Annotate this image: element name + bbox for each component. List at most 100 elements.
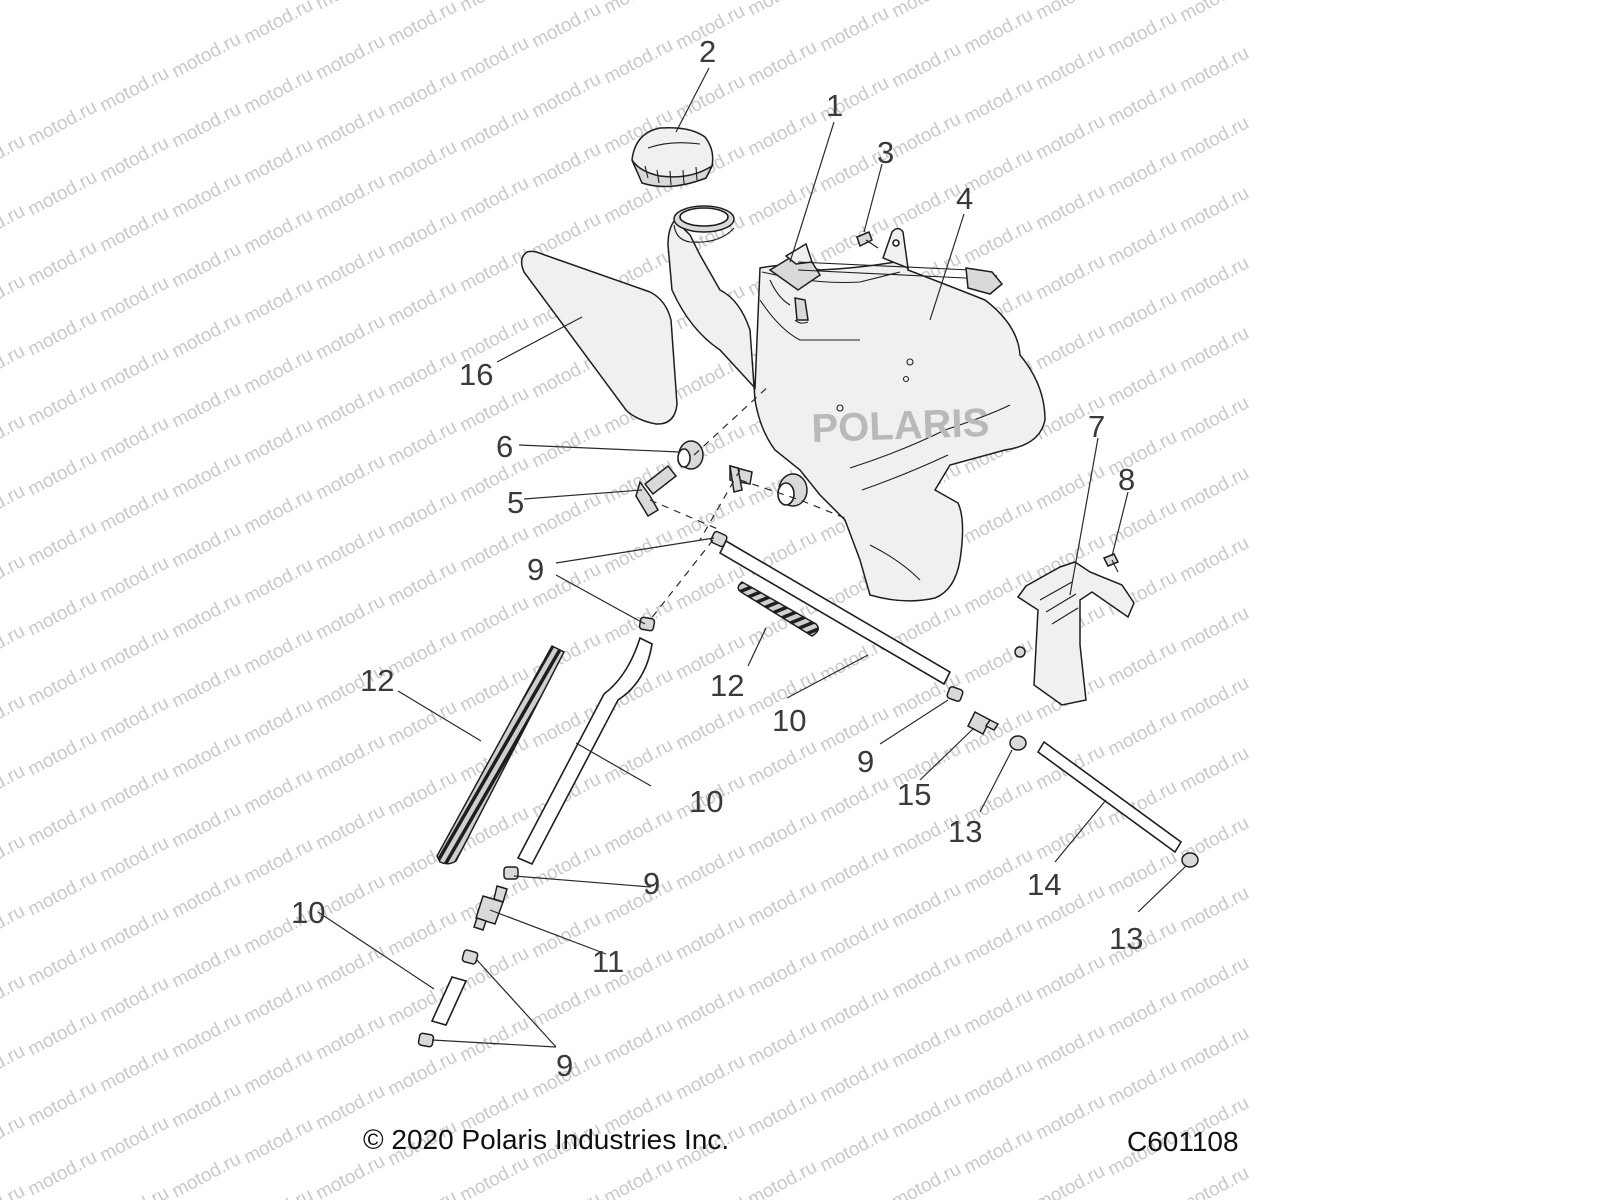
watermark-text: motod.ru — [312, 521, 388, 575]
watermark-text: motod.ru — [240, 485, 316, 539]
watermark-text: motod.ru — [1104, 287, 1180, 341]
watermark-text: motod.ru — [1176, 113, 1252, 167]
watermark-text: motod.ru — [1176, 953, 1252, 1007]
bolt-part — [1102, 553, 1120, 573]
watermark-text: motod.ru — [0, 761, 29, 815]
watermark-text: motod.ru — [96, 133, 172, 187]
watermark-text: motod.ru — [96, 203, 172, 257]
watermark-text: motod.ru — [24, 97, 100, 151]
watermark-text: motod.ru — [888, 1159, 964, 1200]
watermark-text: motod.ru — [816, 773, 892, 827]
watermark-text: motod.ru — [0, 1111, 29, 1165]
watermark-text: motod.ru — [0, 971, 29, 1025]
watermark-text: motod.ru — [816, 983, 892, 1037]
callout-14: 14 — [1027, 867, 1061, 902]
watermark-text: motod.ru — [240, 625, 316, 679]
watermark-text: motod.ru — [168, 1009, 244, 1063]
watermark-text: motod.ru — [1176, 603, 1252, 657]
watermark-text: motod.ru — [960, 1055, 1036, 1109]
watermark-text: motod.ru — [672, 981, 748, 1035]
watermark-text: motod.ru — [600, 525, 676, 579]
watermark-text: motod.ru — [960, 215, 1036, 269]
watermark-text: motod.ru — [24, 237, 100, 291]
watermark-text: motod.ru — [168, 1079, 244, 1133]
watermark-text: motod.ru — [744, 737, 820, 791]
watermark-text: motod.ru — [528, 1189, 604, 1200]
watermark-text: motod.ru — [168, 169, 244, 223]
watermark-text: motod.ru — [24, 447, 100, 501]
watermark-text: motod.ru — [0, 481, 29, 535]
watermark-text: motod.ru — [168, 799, 244, 853]
callout-4: 4 — [956, 181, 973, 216]
watermark-text: motod.ru — [960, 845, 1036, 899]
watermark-text: motod.ru — [672, 841, 748, 895]
watermark-text: motod.ru — [1104, 147, 1180, 201]
watermark-text: motod.ru — [240, 275, 316, 329]
watermark-text: motod.ru — [96, 273, 172, 327]
callout-9-b: 9 — [857, 744, 874, 779]
watermark-text: motod.ru — [456, 1013, 532, 1067]
watermark-text: motod.ru — [888, 1019, 964, 1073]
watermark-text: motod.ru — [1104, 217, 1180, 271]
watermark-text: motod.ru — [456, 243, 532, 297]
watermark-text: motod.ru — [528, 0, 604, 52]
watermark-text: motod.ru — [1032, 41, 1108, 95]
watermark-text: motod.ru — [1032, 951, 1108, 1005]
watermark-text: motod.ru — [384, 277, 460, 331]
watermark-text: motod.ru — [240, 1115, 316, 1169]
watermark-text: motod.ru — [384, 1047, 460, 1101]
watermark-text: motod.ru — [0, 201, 29, 255]
watermark-text: motod.ru — [0, 131, 29, 185]
watermark-text: motod.ru — [24, 517, 100, 571]
drawing-number: C601108 — [1127, 1126, 1239, 1157]
watermark-text: motod.ru — [1032, 461, 1108, 515]
callout-15: 15 — [897, 777, 931, 812]
watermark-text: motod.ru — [384, 767, 460, 821]
callout-9-c: 9 — [643, 866, 660, 901]
fuel-filter-part — [473, 885, 508, 931]
watermark-text: motod.ru — [744, 177, 820, 231]
watermark-text: motod.ru — [240, 975, 316, 1029]
watermark-text: motod.ru — [24, 167, 100, 221]
watermark-text: motod.ru — [744, 1017, 820, 1071]
watermark-text: motod.ru — [456, 173, 532, 227]
watermark-text: motod.ru — [888, 0, 964, 22]
watermark-text: motod.ru — [24, 1077, 100, 1131]
watermark-text: motod.ru — [1104, 707, 1180, 761]
watermark-text: motod.ru — [1032, 1091, 1108, 1145]
watermark-text: motod.ru — [168, 729, 244, 783]
watermark-text: motod.ru — [168, 29, 244, 83]
watermark-text: motod.ru — [312, 731, 388, 785]
watermark-text: motod.ru — [1104, 427, 1180, 481]
watermark-text: motod.ru — [312, 0, 388, 14]
watermark-text: motod.ru — [1032, 321, 1108, 375]
watermark-text: motod.ru — [312, 591, 388, 645]
watermark-text: motod.ru — [456, 1153, 532, 1200]
fuel-tank-part: POLARIS — [667, 205, 1046, 602]
watermark-text: motod.ru — [312, 381, 388, 435]
connection-lines — [649, 384, 851, 621]
callout-12-b: 12 — [710, 668, 744, 703]
fuel-hose-part — [430, 539, 952, 1026]
watermark-text: motod.ru — [1032, 181, 1108, 235]
watermark-text: motod.ru — [528, 69, 604, 123]
watermark-text: motod.ru — [312, 1151, 388, 1200]
watermark-text: motod.ru — [384, 207, 460, 261]
watermark-text: motod.ru — [24, 727, 100, 781]
fuel-cap-part — [631, 126, 714, 188]
watermark-text: motod.ru — [96, 833, 172, 887]
watermark-text: motod.ru — [384, 557, 460, 611]
watermark-text: motod.ru — [1104, 357, 1180, 411]
watermark-text: motod.ru — [384, 347, 460, 401]
watermark-text: motod.ru — [960, 635, 1036, 689]
watermark-text: motod.ru — [384, 417, 460, 471]
watermark-text: motod.ru — [168, 659, 244, 713]
watermark-text: motod.ru — [96, 903, 172, 957]
watermark-text: motod.ru — [1176, 393, 1252, 447]
watermark-text: motod.ru — [960, 1125, 1036, 1179]
watermark-text: motod.ru — [96, 623, 172, 677]
watermark-text: motod.ru — [384, 627, 460, 681]
callout-8: 8 — [1118, 462, 1135, 497]
watermark-text: motod.ru — [960, 75, 1036, 129]
